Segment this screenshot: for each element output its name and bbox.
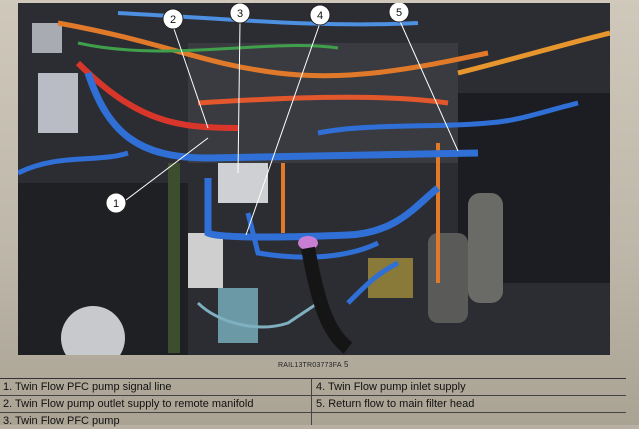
blue-line-main [84,71,479,162]
legend-item-3: 3. Twin Flow PFC pump [3,415,120,427]
blue-line-lower [245,212,380,260]
leader-line-2 [172,25,209,129]
callout-1: 1 [105,192,127,214]
legend-row: 2. Twin Flow pump outlet supply to remot… [0,396,626,413]
leader-line-5 [398,18,459,152]
valve-block-left [38,73,78,133]
machine-illustration: 1 2 3 4 5 [18,3,610,355]
callout-label: 1 [113,198,119,210]
callout-label: 3 [237,8,243,20]
filter-canister-1 [428,233,468,323]
orange-line-top [57,20,489,79]
callout-3: 3 [229,3,251,24]
flywheel [61,306,125,355]
callout-label: 4 [317,10,323,22]
pfc-valve [188,233,223,288]
orange-line-right [457,30,610,76]
legend-item-2: 2. Twin Flow pump outlet supply to remot… [3,398,254,410]
leader-line-1 [125,137,209,201]
blue-line-left [18,150,129,176]
pump-body [218,163,268,203]
blue-line-return [346,260,400,305]
hydraulic-diagram-photo: 1 2 3 4 5 [18,3,610,355]
legend-divider [311,378,312,425]
green-line [77,41,339,53]
purple-coupling [298,236,318,250]
legend-item-1: 1. Twin Flow PFC pump signal line [3,381,172,393]
legend-item-5: 5. Return flow to main filter head [316,398,475,410]
figure-number: 5 [344,360,349,369]
callout-label: 5 [396,7,402,19]
leader-line-4 [245,22,321,236]
figure-code: RAIL13TR03773FA [278,362,342,369]
legend-item-4: 4. Twin Flow pump inlet supply [316,381,466,393]
motor-unit [218,288,258,343]
red-line [75,60,239,131]
legend-table: 1. Twin Flow PFC pump signal line 4. Twi… [0,378,626,429]
callout-label: 2 [170,14,176,26]
filter-canister-2 [468,193,503,303]
callout-5: 5 [388,3,410,23]
legend-row: 1. Twin Flow PFC pump signal line 4. Twi… [0,379,626,396]
leader-line-3 [237,20,241,174]
legend-row: 3. Twin Flow PFC pump [0,413,626,429]
callout-2: 2 [162,8,184,30]
orange-line-mid [197,94,449,106]
grey-blue-line [196,301,319,329]
black-hose [301,246,353,354]
blue-line-inlet [204,178,441,241]
callout-4: 4 [309,4,331,26]
connector-block [32,23,62,53]
blue-line-upper [317,100,579,136]
blue-line-top [117,11,419,27]
green-panel [168,163,180,353]
